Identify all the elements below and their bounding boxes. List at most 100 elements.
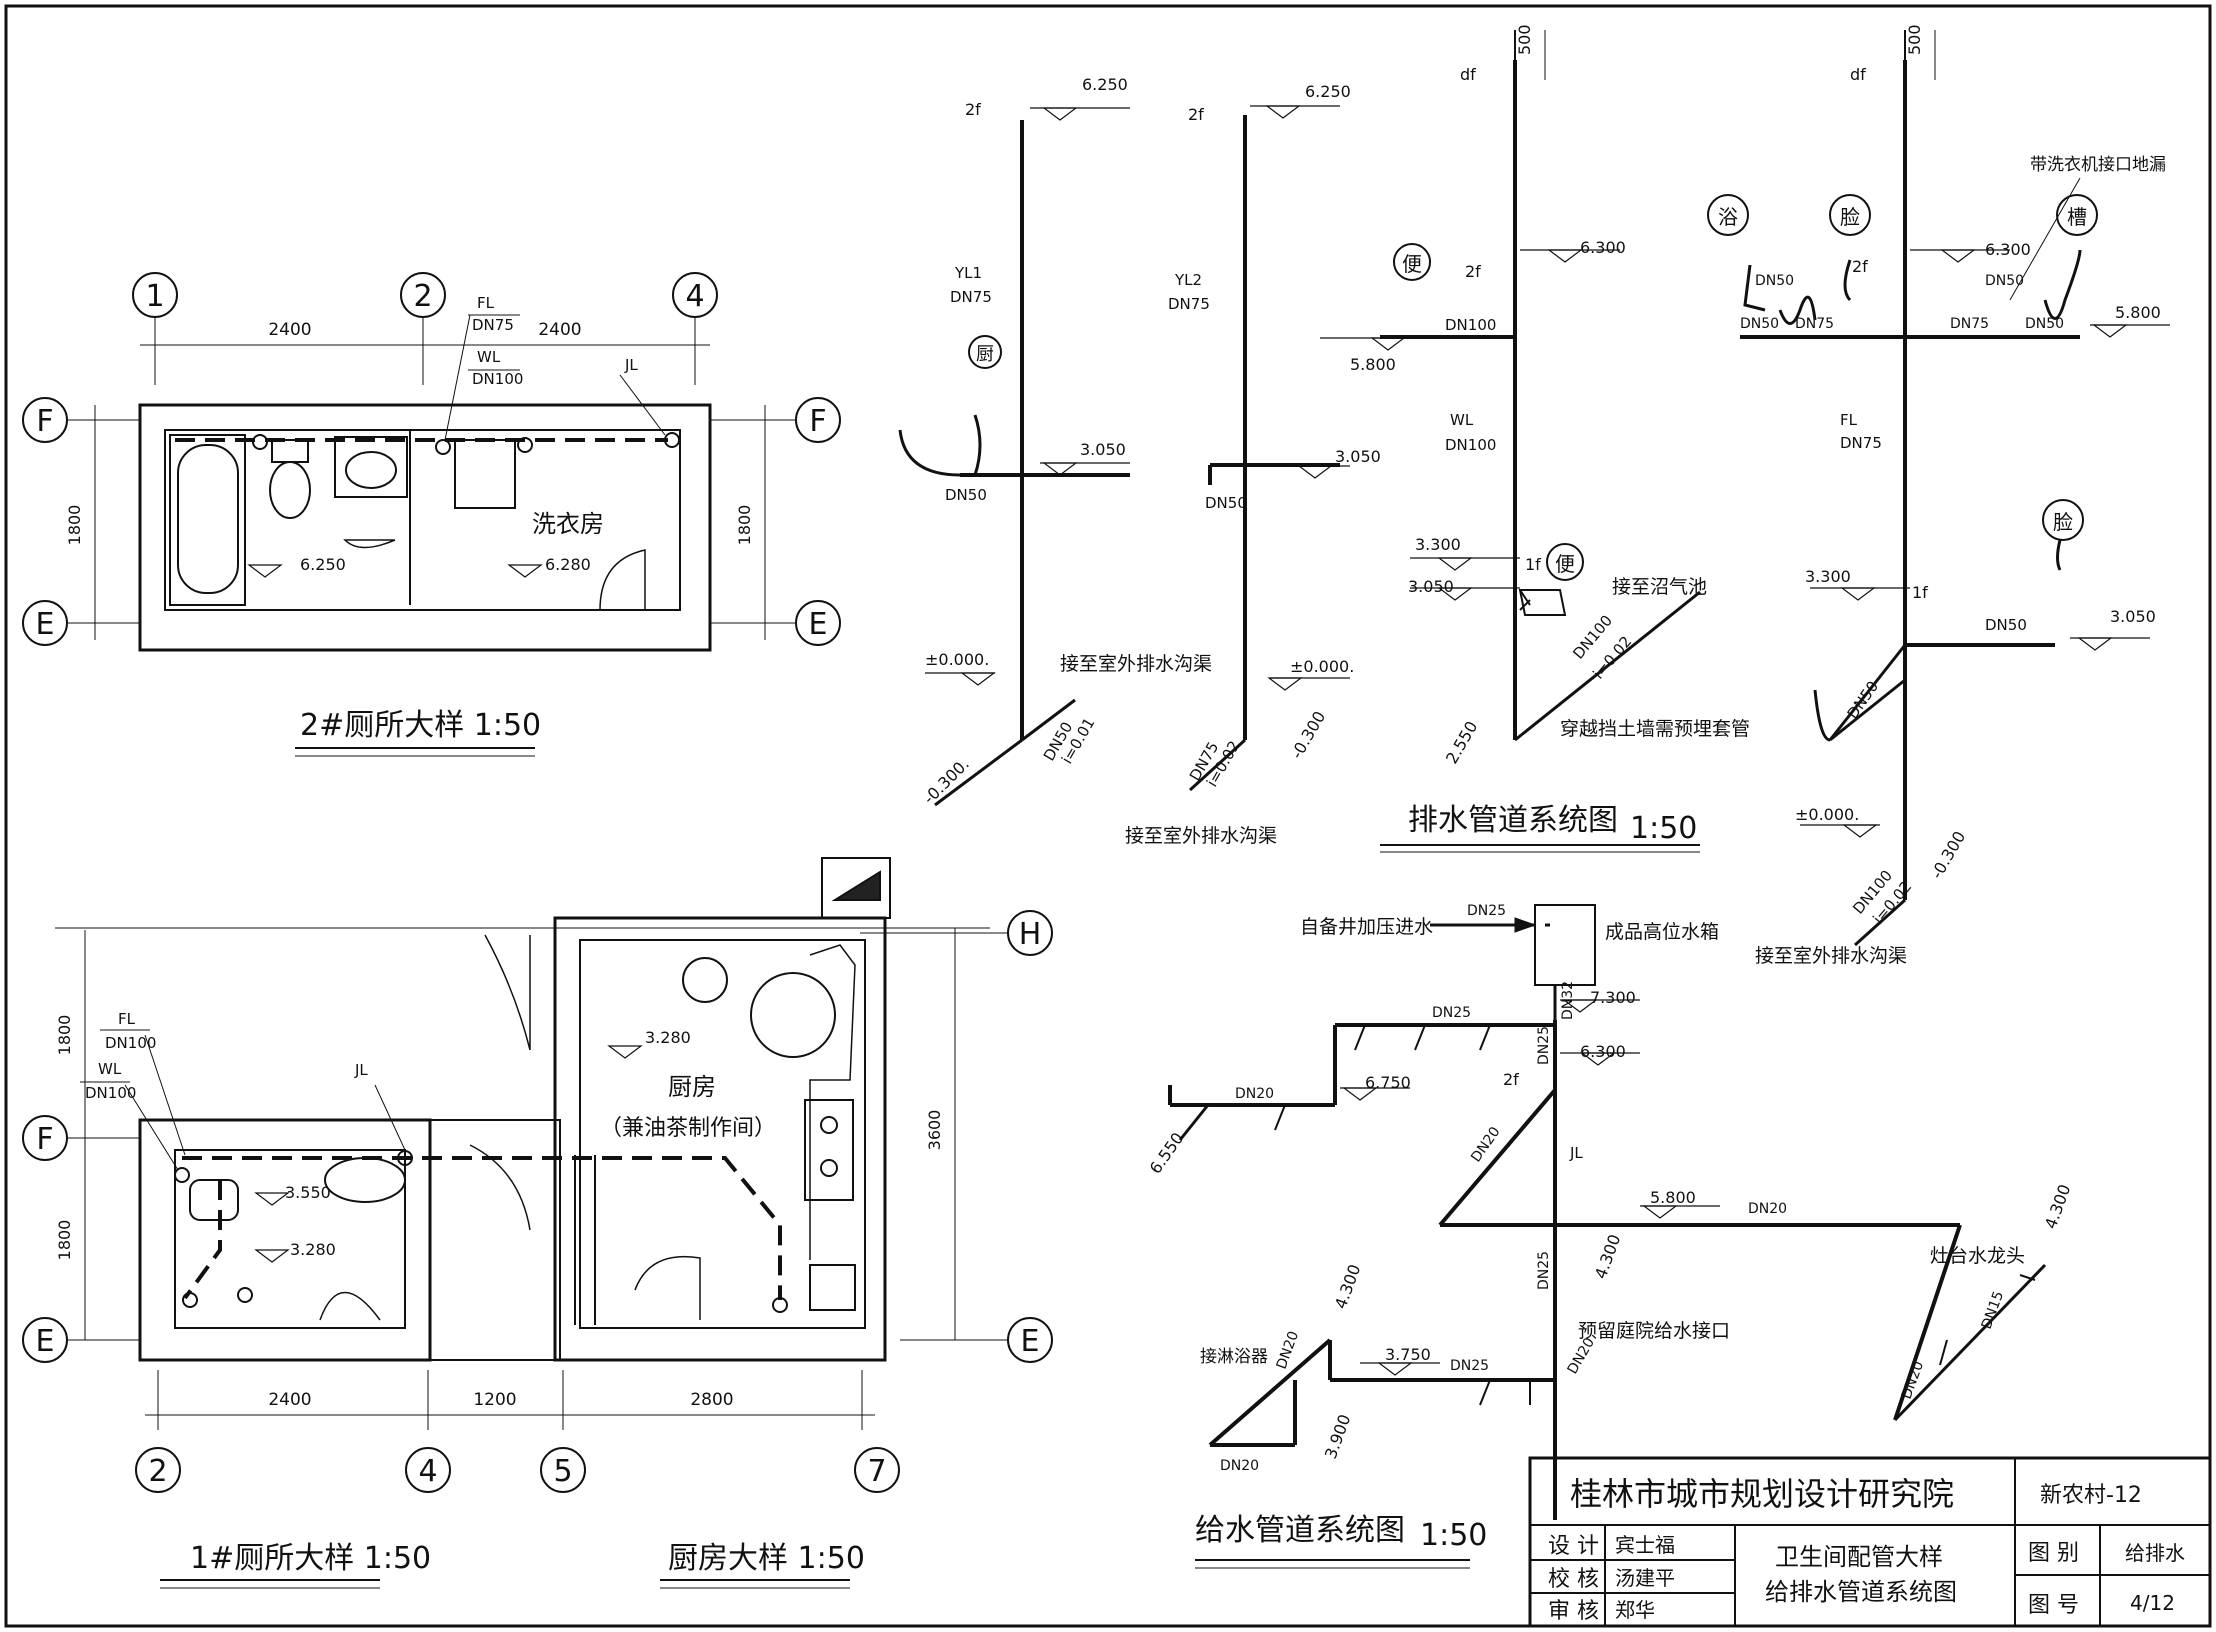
supply-shower: 接淋浴器 <box>1200 1347 1268 1367</box>
plan1-corridor <box>429 1119 561 1361</box>
drain-outlet-3: 接至室外排水沟渠 <box>1755 945 1907 967</box>
cook-top <box>804 1099 854 1201</box>
plan2-door <box>343 539 396 549</box>
supply-elev-4300-c: 4.300 <box>2041 1182 2075 1232</box>
axis-label-2b: 2 <box>148 1454 167 1489</box>
plan2-room-label: 洗衣房 <box>532 510 604 538</box>
axis-bubble-E-right <box>795 600 841 646</box>
title-project: 新农村-12 <box>2040 1483 2142 1508</box>
drain-dn50-top-d: DN50 <box>2025 316 2064 332</box>
drain-title: 排水管道系统图 <box>1408 803 1618 838</box>
drain-dn50-top-c: DN50 <box>1985 273 2024 289</box>
drain-500-b: 500 <box>1905 24 1924 55</box>
drain-dn50-top-b: DN50 <box>1740 316 1779 332</box>
drain-fl: FL <box>1840 411 1858 429</box>
plan2-elev-1: 6.250 <box>300 555 346 574</box>
stove-pot-2 <box>750 972 836 1058</box>
supply-dn25-d: DN25 <box>1536 1251 1552 1290</box>
supply-elev-4300-a: 4.300 <box>1591 1232 1625 1282</box>
wash-basin <box>334 436 408 498</box>
plan2-dim-vertical-right: 1800 <box>735 505 754 546</box>
supply-system: 自备井加压进水 DN25 成品高位水箱 DN32 7.300 DN25 DN25… <box>1146 903 2075 1569</box>
drain-scale: 1:50 <box>1630 811 1697 846</box>
plan2-dim-vertical: 1800 <box>65 505 84 546</box>
axis-bubble-2 <box>400 272 446 318</box>
drain-2f-d: 2f <box>1852 257 1868 276</box>
supply-dn25-c: DN25 <box>1536 1026 1552 1065</box>
plan1-drain-pipe <box>182 1156 782 1300</box>
title-number-value: 4/12 <box>2130 1591 2175 1615</box>
supply-elev-6750: 6.750 <box>1365 1073 1411 1092</box>
plan1-toilet-bowl <box>189 1179 239 1221</box>
plan1-toilet-inner-wall <box>174 1149 406 1329</box>
drain-fl-dn: DN75 <box>1840 434 1882 452</box>
plan1-dim-1: 2400 <box>268 1390 311 1410</box>
axis-label-E3: E <box>1021 1324 1040 1359</box>
axis-label-1: 1 <box>145 279 164 314</box>
supply-scale: 1:50 <box>1420 1518 1487 1553</box>
drain-elev-3050-b: 3.050 <box>1335 447 1381 466</box>
plan1-dim-v3: 3600 <box>925 1110 944 1151</box>
plan2-wl: WL <box>477 348 501 366</box>
drain-500-a: 500 <box>1515 24 1534 55</box>
axis-bubble-F-right <box>795 397 841 443</box>
drain-basin-label-2: 脸 <box>2053 510 2073 534</box>
title-block: 桂林市城市规划设计研究院 新农村-12 设 计 宾士福 校 核 汤建平 审 核 … <box>1528 1456 2212 1628</box>
drain-df-b: df <box>1850 65 1866 84</box>
drain-yl1: YL1 <box>954 264 982 282</box>
supply-elev-7300: 7.300 <box>1590 988 1636 1007</box>
plan1-fl-dn: DN100 <box>105 1034 156 1052</box>
kitchen-room-label: 厨房 <box>668 1073 716 1101</box>
axis-label-2: 2 <box>413 279 432 314</box>
supply-dn20-a: DN20 <box>1235 1086 1274 1102</box>
drain-dn75-top-a: DN75 <box>1795 316 1834 332</box>
supply-elev-5800: 5.800 <box>1650 1188 1696 1207</box>
plan2-title: 2#厕所大样 1:50 <box>300 708 541 743</box>
drain-system-left: 厨 2f 2f 6.250 6.250 YL1 DN75 YL2 DN75 3.… <box>898 75 1381 847</box>
axis-bubble-E2 <box>22 1317 68 1363</box>
supply-tank-label: 成品高位水箱 <box>1605 921 1719 943</box>
drain-washer-note: 带洗衣机接口地漏 <box>2030 155 2166 175</box>
drain-elev-6250-a: 6.250 <box>1082 75 1128 94</box>
drain-yl2-dn: DN75 <box>1168 295 1210 313</box>
title-review-label: 审 核 <box>1548 1599 1599 1624</box>
supply-dn20-d: DN20 <box>1565 1335 1598 1377</box>
drain-sleeve-note: 穿越挡土墙需预埋套管 <box>1560 718 1750 740</box>
drain-stool-label-1: 便 <box>1402 252 1422 276</box>
axis-label-F-right: F <box>809 404 826 439</box>
title-check-label: 校 核 <box>1548 1567 1599 1592</box>
drain-elev-m300-b: -0.300 <box>1287 708 1329 762</box>
axis-bubble-E <box>22 600 68 646</box>
plan2-dim-2: 2400 <box>538 320 581 340</box>
drain-system-wl: 便 便 df 500 2f 6.300 DN100 5.800 WL DN100… <box>1320 24 1750 853</box>
plan1-dim-v2: 1800 <box>55 1220 74 1261</box>
axis-bubble-5 <box>540 1447 586 1493</box>
drain-elev-3300-b: 3.300 <box>1805 567 1851 586</box>
plan1-wl: WL <box>98 1060 122 1078</box>
supply-dn20-e: DN20 <box>1274 1329 1302 1371</box>
plan1-jl: JL <box>354 1061 368 1079</box>
axis-bubble-2b <box>135 1447 181 1493</box>
plan2-wl-dn: DN100 <box>472 370 523 388</box>
drain-outlet-2: 接至室外排水沟渠 <box>1125 825 1277 847</box>
drain-2f-b: 2f <box>1188 105 1204 124</box>
kitchen-room-sub: （兼油茶制作间） <box>600 1116 776 1141</box>
drain-elev-5800-a: 5.800 <box>1350 355 1396 374</box>
sheet-border <box>4 4 2212 1628</box>
plan1-title: 1#厕所大样 1:50 <box>190 1541 431 1576</box>
kitchen-outer-wall <box>553 916 887 1362</box>
supply-elev-6300: 6.300 <box>1580 1042 1626 1061</box>
washing-machine <box>454 439 516 509</box>
plan2-jl: JL <box>624 356 638 374</box>
supply-inlet: 自备井加压进水 <box>1300 916 1433 938</box>
kitchen-sink <box>809 1264 856 1311</box>
supply-dn20-c: DN20 <box>1748 1201 1787 1217</box>
drain-outlet-1: 接至室外排水沟渠 <box>1060 653 1212 675</box>
plan2-outer-wall <box>138 403 712 652</box>
supply-elev-3900: 3.900 <box>1321 1412 1355 1462</box>
axis-label-H: H <box>1019 917 1042 952</box>
drain-elev-m300-c: -0.300 <box>1927 828 1969 882</box>
stove-pot-1 <box>682 957 728 1003</box>
axis-label-F: F <box>36 404 53 439</box>
